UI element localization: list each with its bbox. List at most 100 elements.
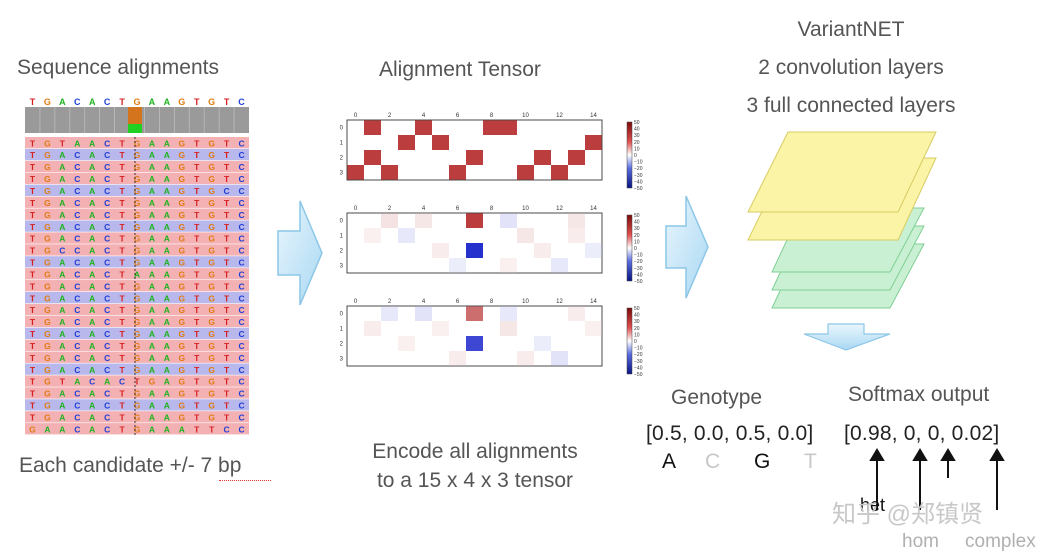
read-base: T	[30, 353, 36, 363]
colorbar-tick-label: 30	[634, 226, 640, 232]
colorbar-tick-label: −50	[634, 186, 643, 192]
read-base: G	[208, 174, 215, 184]
read-base: A	[164, 138, 170, 148]
read-base: G	[44, 186, 51, 196]
read-base: G	[134, 198, 141, 208]
heatmap-cell	[551, 165, 568, 180]
read-base: G	[134, 293, 141, 303]
read-base: C	[238, 162, 244, 172]
read-base: C	[104, 150, 110, 160]
read-base: A	[59, 317, 65, 327]
reference-base: G	[133, 97, 140, 107]
reference-base: T	[194, 97, 200, 107]
read-base: C	[74, 293, 80, 303]
read-base: T	[194, 317, 200, 327]
read-base: T	[119, 198, 125, 208]
colorbar-tick-label: −10	[634, 253, 643, 259]
read-base: C	[238, 222, 244, 232]
y-tick-label: 3	[340, 264, 344, 270]
read-base: A	[59, 222, 65, 232]
colorbar-tick-label: −50	[634, 279, 643, 285]
read-base: T	[194, 246, 200, 256]
read-base: T	[224, 401, 230, 411]
read-base: A	[149, 341, 155, 351]
read-base: G	[134, 222, 141, 232]
encode-caption-line2: to a 15 x 4 x 3 tensor	[376, 469, 574, 492]
read-base: T	[30, 317, 36, 327]
read-base: G	[134, 341, 141, 351]
colorbar-tick-label: 0	[634, 246, 637, 252]
read-base: A	[89, 365, 95, 375]
read-base: T	[194, 234, 200, 244]
read-base: C	[238, 174, 244, 184]
read-base: T	[224, 365, 230, 375]
read-base: A	[59, 305, 65, 315]
colorbar-tick-label: −50	[634, 372, 643, 378]
read-base: T	[194, 329, 200, 339]
heatmap-cell	[568, 213, 585, 228]
x-tick-label: 6	[456, 299, 460, 305]
read-base: G	[44, 412, 51, 422]
read-base: T	[224, 162, 230, 172]
read-base: G	[208, 412, 215, 422]
read-base: A	[164, 162, 170, 172]
read-base: A	[89, 317, 95, 327]
colorbar-tick-label: −30	[634, 359, 643, 365]
heatmap-cell	[415, 213, 432, 228]
read-base: A	[164, 186, 170, 196]
x-tick-label: 14	[590, 113, 597, 119]
heatmap-cell	[551, 258, 568, 273]
read-base: A	[149, 162, 155, 172]
heatmap-cell	[415, 306, 432, 321]
read-base: T	[224, 305, 230, 315]
read-base: C	[74, 150, 80, 160]
read-base: A	[164, 329, 170, 339]
spellcheck-underline	[219, 480, 271, 481]
x-tick-label: 8	[490, 206, 494, 212]
read-base: T	[60, 138, 66, 148]
read-base: G	[44, 246, 51, 256]
read-base: C	[74, 365, 80, 375]
heatmap-cell	[585, 243, 602, 258]
heatmap-cell	[551, 351, 568, 366]
y-tick-label: 1	[340, 234, 344, 240]
genotype-vector: [0.5, 0.0, 0.5, 0.0]	[646, 422, 814, 445]
read-base: T	[194, 186, 200, 196]
read-base: C	[104, 329, 110, 339]
read-base: C	[238, 424, 244, 434]
heatmap-cell	[466, 150, 483, 165]
colorbar-tick-label: 20	[634, 326, 640, 332]
reference-base: G	[208, 97, 215, 107]
heatmap-cell	[500, 306, 517, 321]
read-base: A	[149, 412, 155, 422]
read-base: C	[104, 186, 110, 196]
read-base: T	[194, 198, 200, 208]
read-base: T	[30, 198, 36, 208]
read-base: A	[44, 424, 50, 434]
read-base: C	[238, 186, 244, 196]
read-base: T	[30, 341, 36, 351]
read-base: C	[104, 198, 110, 208]
read-base: A	[164, 246, 170, 256]
read-base: A	[164, 341, 170, 351]
colorbar-tick-label: 40	[634, 127, 640, 133]
read-base: T	[224, 150, 230, 160]
x-tick-label: 12	[556, 206, 563, 212]
read-base: G	[44, 353, 51, 363]
colorbar-tick-label: −30	[634, 266, 643, 272]
read-base: T	[30, 401, 36, 411]
reference-base: A	[89, 97, 96, 107]
read-base: A	[149, 258, 155, 268]
read-base: C	[238, 341, 244, 351]
read-base: A	[89, 424, 95, 434]
x-tick-label: 0	[354, 206, 358, 212]
read-base: T	[119, 401, 125, 411]
x-tick-label: 4	[422, 206, 426, 212]
read-base: C	[104, 281, 110, 291]
read-base: A	[89, 198, 95, 208]
y-tick-label: 3	[340, 171, 344, 177]
x-tick-label: 6	[456, 113, 460, 119]
